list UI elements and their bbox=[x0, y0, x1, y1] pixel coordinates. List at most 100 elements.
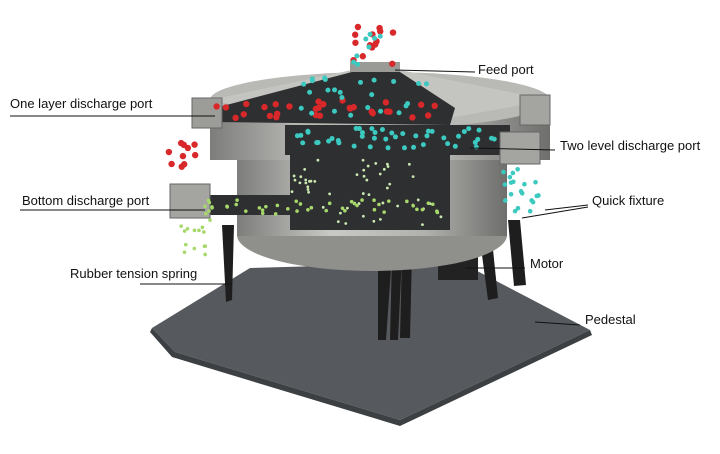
particle bbox=[372, 129, 378, 135]
particle bbox=[182, 229, 187, 233]
particle bbox=[184, 144, 192, 152]
particle bbox=[202, 230, 206, 234]
particle bbox=[355, 61, 361, 67]
particle bbox=[416, 80, 422, 86]
particle bbox=[294, 133, 300, 139]
particle bbox=[377, 202, 381, 207]
particle bbox=[207, 209, 211, 213]
particle bbox=[359, 133, 365, 139]
particle bbox=[294, 199, 299, 204]
particle bbox=[382, 99, 390, 106]
particle bbox=[348, 112, 354, 118]
particle bbox=[257, 206, 262, 210]
label-rubber-tension-spring: Rubber tension spring bbox=[70, 266, 198, 281]
particle bbox=[439, 215, 443, 219]
particle bbox=[300, 140, 306, 146]
particle bbox=[191, 151, 199, 159]
particle bbox=[315, 98, 322, 105]
particle bbox=[306, 208, 310, 212]
particle bbox=[316, 158, 320, 162]
particle bbox=[508, 191, 514, 197]
particle bbox=[383, 108, 391, 115]
particle bbox=[328, 192, 332, 196]
particle bbox=[293, 178, 297, 182]
particle bbox=[423, 81, 429, 87]
particle bbox=[378, 172, 382, 176]
particle bbox=[510, 170, 516, 176]
particle bbox=[343, 208, 347, 213]
particle bbox=[507, 174, 513, 180]
particle bbox=[243, 100, 250, 108]
particle bbox=[522, 181, 527, 187]
particle bbox=[372, 35, 378, 41]
particle bbox=[203, 204, 207, 209]
particle bbox=[431, 102, 438, 110]
particle bbox=[367, 31, 373, 37]
particle bbox=[295, 209, 299, 213]
particle bbox=[441, 135, 447, 141]
particle bbox=[184, 242, 188, 247]
particle bbox=[298, 202, 303, 206]
particle bbox=[272, 101, 279, 108]
particle bbox=[346, 105, 354, 112]
particles bbox=[165, 23, 541, 257]
particle bbox=[235, 198, 239, 202]
particle bbox=[305, 129, 311, 135]
particle bbox=[354, 53, 360, 59]
particle bbox=[307, 89, 313, 95]
particle bbox=[192, 228, 197, 233]
label-one-layer-discharge-port: One layer discharge port bbox=[10, 96, 153, 111]
particle bbox=[386, 199, 391, 203]
particle bbox=[386, 162, 389, 166]
particle bbox=[208, 218, 212, 222]
particle bbox=[530, 199, 536, 205]
particle bbox=[536, 193, 541, 198]
particle bbox=[337, 89, 343, 95]
particle bbox=[431, 202, 435, 207]
particle bbox=[225, 205, 230, 209]
particle bbox=[261, 103, 268, 111]
particle bbox=[362, 168, 366, 172]
label-quick-fixture: Quick fixture bbox=[592, 193, 665, 208]
particle bbox=[316, 112, 324, 119]
particle bbox=[351, 31, 359, 38]
particle bbox=[298, 105, 304, 111]
particle bbox=[206, 198, 211, 203]
particle bbox=[273, 212, 278, 216]
particle bbox=[411, 175, 415, 179]
particle bbox=[292, 174, 296, 178]
particle bbox=[415, 207, 419, 212]
particle bbox=[388, 182, 392, 186]
particle bbox=[352, 201, 357, 206]
particle bbox=[420, 142, 426, 148]
particle bbox=[416, 198, 420, 202]
particle bbox=[385, 145, 391, 151]
particle bbox=[321, 205, 325, 209]
particle bbox=[417, 101, 425, 108]
particle bbox=[372, 219, 376, 223]
label-pedestal: Pedestal bbox=[585, 312, 636, 327]
particle bbox=[452, 143, 458, 149]
particle bbox=[476, 127, 482, 133]
particle bbox=[192, 246, 197, 251]
particle bbox=[424, 133, 430, 139]
particle bbox=[325, 87, 331, 93]
particle bbox=[210, 206, 214, 210]
particle bbox=[396, 204, 400, 208]
particle bbox=[361, 158, 365, 162]
particle bbox=[340, 206, 345, 211]
particle bbox=[336, 220, 340, 224]
particle bbox=[203, 244, 208, 248]
particle bbox=[533, 179, 538, 185]
particle bbox=[409, 114, 416, 121]
particle bbox=[401, 145, 407, 151]
particle bbox=[377, 33, 383, 39]
pedestal bbox=[152, 262, 590, 420]
particle bbox=[298, 181, 302, 185]
particle bbox=[371, 135, 377, 141]
particle bbox=[301, 81, 307, 87]
particle bbox=[502, 198, 508, 203]
particle bbox=[501, 169, 506, 175]
particle bbox=[378, 108, 384, 114]
particle bbox=[372, 207, 377, 212]
